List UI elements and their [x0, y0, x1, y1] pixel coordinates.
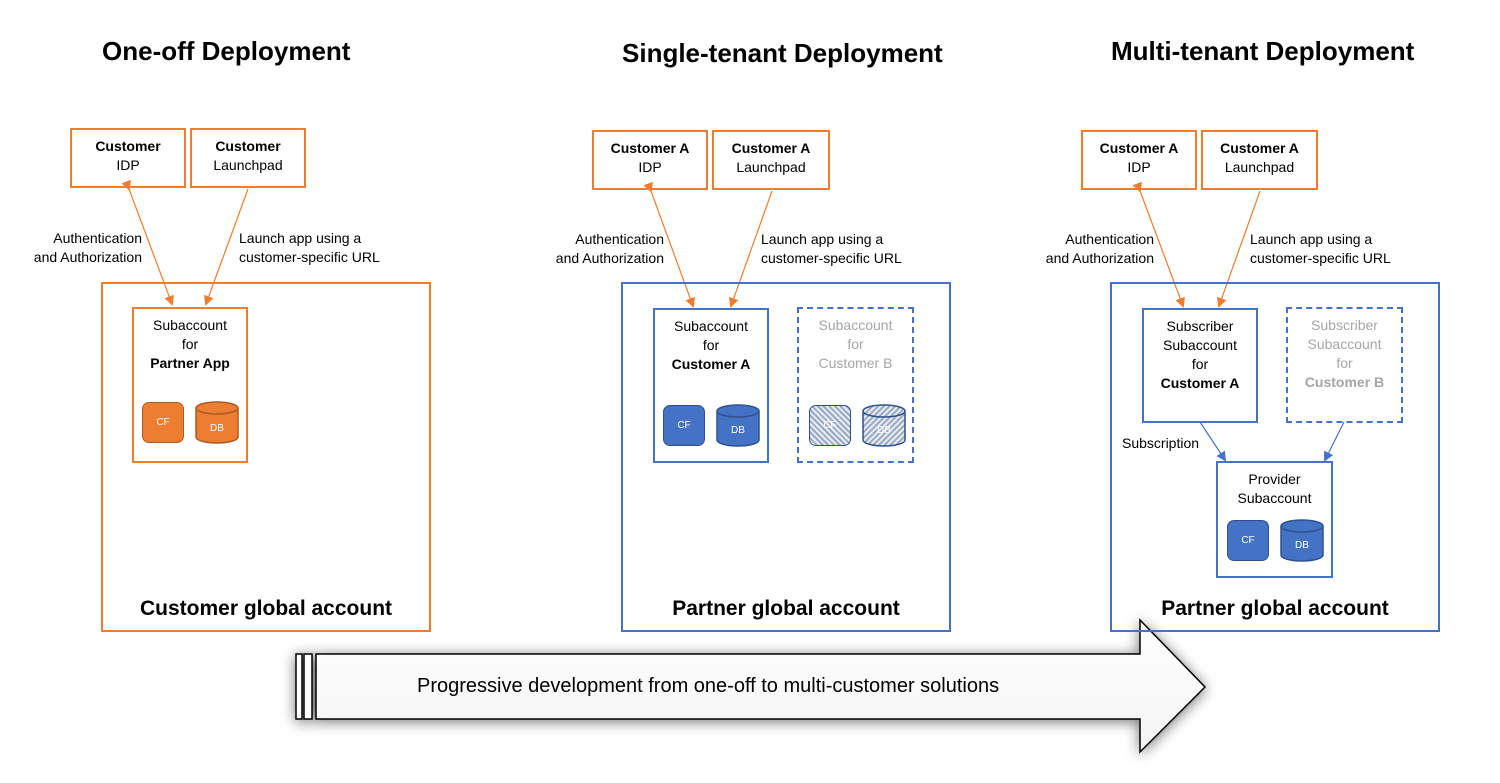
- subaccount-label-line2: for: [181, 336, 199, 352]
- subscription-label: Subscription: [1122, 435, 1200, 451]
- launchpad-label-line1: Customer A: [731, 140, 811, 156]
- subscriber-subaccount-b: Subscriber Subaccount for Customer B: [1286, 307, 1403, 423]
- cf-icon: CF: [663, 405, 705, 446]
- launch-connector: [728, 190, 773, 308]
- customer-a-launchpad-box: Customer A Launchpad: [712, 130, 830, 190]
- auth-connector: [643, 181, 695, 308]
- subaccount-label-line3: Customer A: [671, 356, 751, 372]
- subscriber-label-line2: Subaccount: [1163, 337, 1237, 353]
- customer-a-idp-box: Customer A IDP: [592, 130, 708, 190]
- auth-connector: [1132, 181, 1185, 308]
- subscription-connector-a: [1199, 421, 1227, 462]
- idp-label-line1: Customer A: [610, 140, 690, 156]
- customer-global-account: [101, 282, 431, 632]
- db-label: DB: [210, 423, 224, 434]
- db-icon: [195, 401, 239, 444]
- auth-label: Authentication and Authorization: [1045, 231, 1154, 266]
- auth-label: Authentication and Authorization: [555, 231, 664, 266]
- subscription-connector-b: [1324, 421, 1345, 462]
- customer-idp-box: Customer IDP: [70, 128, 186, 188]
- launchpad-label-line1: Customer A: [1220, 140, 1299, 156]
- subscriber-label-line1: Subscriber: [1311, 317, 1378, 333]
- db-icon: [1280, 519, 1324, 562]
- provider-label-line2: Subaccount: [1237, 490, 1312, 506]
- progress-arrow-shape: [295, 618, 1207, 754]
- cf-icon: CF: [142, 402, 184, 443]
- auth-connector: [121, 179, 174, 306]
- oneoff-title: One-off Deployment: [102, 36, 351, 66]
- customer-launchpad-box: Customer Launchpad: [190, 128, 306, 188]
- auth-label: Authentication and Authorization: [33, 230, 142, 265]
- subscriber-label-line4: Customer B: [1304, 374, 1385, 390]
- customer-a-launchpad-box: Customer A Launchpad: [1201, 130, 1318, 190]
- multi-tenant-title: Multi-tenant Deployment: [1111, 36, 1415, 66]
- launch-connector: [1216, 190, 1261, 308]
- launch-label: Launch app using a customer-specific URL: [1250, 231, 1391, 266]
- progress-arrow-label: Progressive development from one-off to …: [417, 675, 1000, 697]
- subscriber-label-line3: for: [1191, 356, 1209, 372]
- db-label: DB: [731, 425, 745, 436]
- idp-label-line1: Customer: [95, 138, 161, 154]
- launchpad-label-line2: Launchpad: [213, 157, 283, 173]
- cf-icon: CF: [1227, 520, 1269, 561]
- launch-label: Launch app using a customer-specific URL: [239, 230, 380, 265]
- customer-a-subaccount: Subaccount for Customer A: [653, 308, 769, 463]
- account-label: Partner global account: [672, 597, 900, 620]
- db-label: DB: [877, 425, 891, 436]
- idp-label-line2: IDP: [116, 157, 140, 173]
- customer-b-subaccount: Subaccount for Customer B: [797, 307, 914, 463]
- subscriber-subaccount-a: Subscriber Subaccount for Customer A: [1142, 308, 1258, 423]
- provider-label-line1: Provider: [1248, 471, 1301, 487]
- subscriber-label-line3: for: [1336, 355, 1353, 371]
- db-label: DB: [1295, 540, 1309, 551]
- db-icon-placeholder: [862, 404, 906, 447]
- account-label: Customer global account: [139, 597, 393, 620]
- subscriber-label-line4: Customer A: [1160, 375, 1240, 391]
- subaccount-label-line3: Partner App: [150, 355, 230, 371]
- db-icon: [716, 404, 760, 447]
- partner-global-account: [1110, 282, 1440, 632]
- idp-label-line2: IDP: [638, 159, 662, 175]
- subaccount-label-line2: for: [702, 337, 720, 353]
- subaccount-label-line3: Customer B: [818, 355, 893, 371]
- single-tenant-title: Single-tenant Deployment: [622, 38, 943, 68]
- account-label: Partner global account: [1161, 597, 1389, 620]
- provider-subaccount: Provider Subaccount: [1216, 461, 1333, 578]
- launch-connector: [204, 188, 249, 306]
- idp-label-line2: IDP: [1127, 159, 1151, 175]
- launchpad-label-line2: Launchpad: [736, 159, 806, 175]
- cf-icon-placeholder: CF: [809, 405, 851, 446]
- subaccount-label-line1: Subaccount: [153, 317, 227, 333]
- launchpad-label-line2: Launchpad: [1224, 159, 1295, 175]
- launch-label: Launch app using a customer-specific URL: [761, 231, 902, 266]
- subaccount-label-line1: Subaccount: [818, 317, 893, 333]
- partner-app-subaccount: Subaccount for Partner App: [132, 307, 248, 463]
- subscriber-label-line2: Subaccount: [1307, 336, 1382, 352]
- launchpad-label-line1: Customer: [215, 138, 281, 154]
- subscriber-label-line1: Subscriber: [1166, 318, 1234, 334]
- customer-a-idp-box: Customer A IDP: [1081, 130, 1197, 190]
- idp-label-line1: Customer A: [1099, 140, 1179, 156]
- subaccount-label-line1: Subaccount: [674, 318, 748, 334]
- partner-global-account: [621, 282, 951, 632]
- subaccount-label-line2: for: [847, 336, 864, 352]
